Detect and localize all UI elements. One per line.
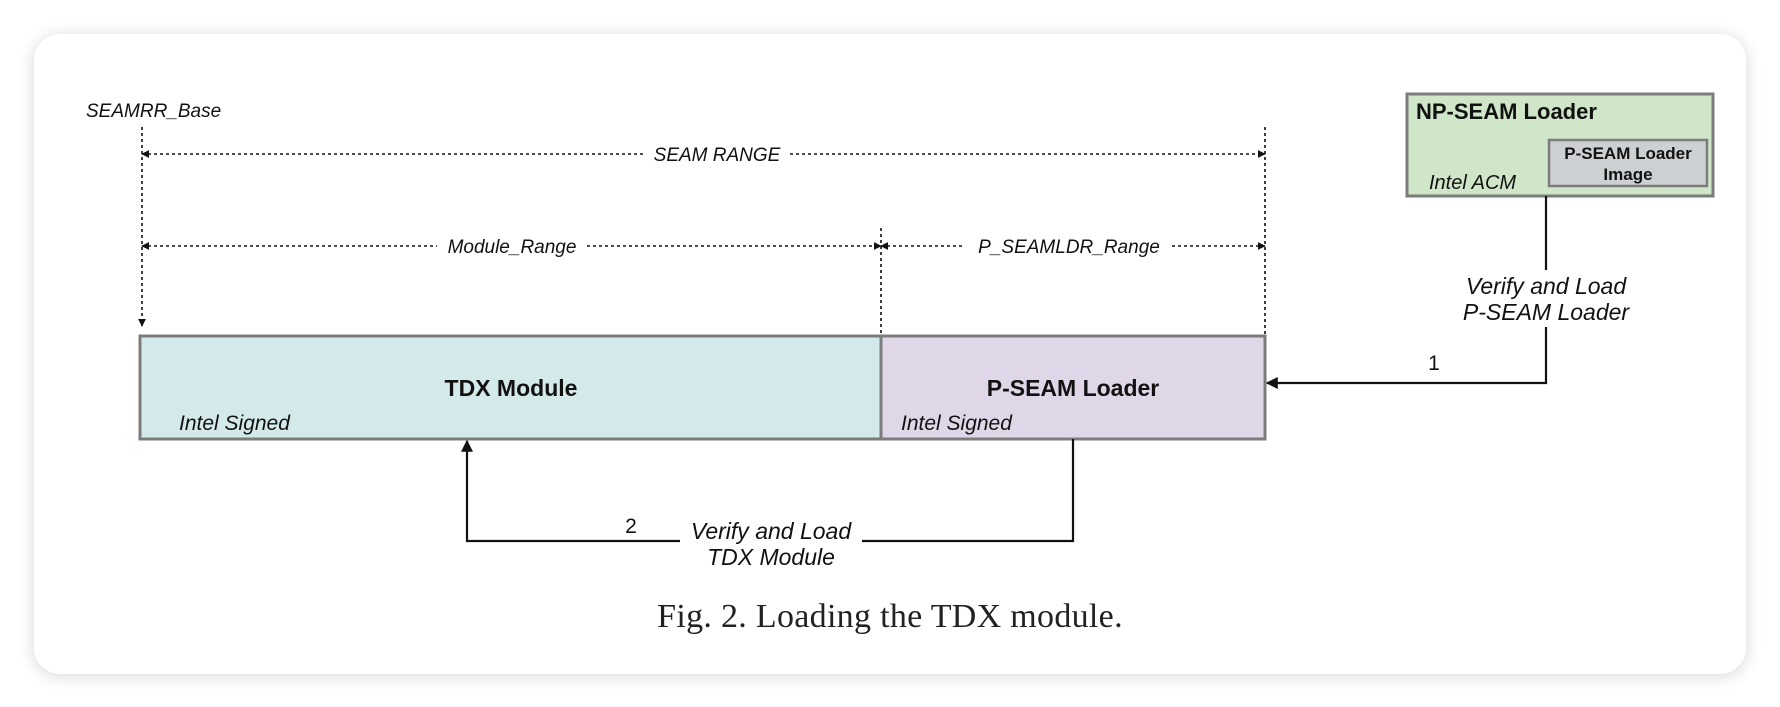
step2-connector-right	[862, 439, 1075, 543]
step2-label-line2: TDX Module	[707, 544, 835, 570]
np-seam-loader-title: NP-SEAM Loader	[1416, 99, 1597, 124]
step1-label-line2: P-SEAM Loader	[1463, 299, 1631, 325]
figure-caption: Fig. 2. Loading the TDX module.	[657, 598, 1123, 635]
p-seam-loader-image-block	[1547, 138, 1709, 188]
p-seam-loader-subtitle: Intel Signed	[901, 412, 1013, 435]
tdx-module-block	[138, 334, 883, 441]
step1-label-line1: Verify and Load	[1466, 273, 1627, 299]
np-seam-loader-subtitle: Intel ACM	[1429, 172, 1516, 194]
p-seam-loader-title: P-SEAM Loader	[987, 375, 1160, 401]
step1-connector-arrow	[1265, 327, 1548, 389]
step2-number: 2	[625, 515, 637, 538]
step2-label-line1: Verify and Load	[691, 518, 852, 544]
p-seam-loader-image-line1: P-SEAM Loader	[1564, 144, 1692, 163]
p-seamldr-range-label: P_SEAMLDR_Range	[978, 237, 1160, 258]
seamrr-base-label: SEAMRR_Base	[86, 101, 221, 122]
p-seam-loader-image-line2: Image	[1603, 165, 1652, 184]
step1-number: 1	[1428, 352, 1440, 375]
seam-range-label: SEAM RANGE	[654, 145, 781, 166]
step2-connector-arrow	[461, 439, 680, 543]
module-range-label: Module_Range	[448, 237, 577, 258]
tdx-module-subtitle: Intel Signed	[179, 412, 291, 435]
p-seam-loader-block	[879, 334, 1267, 441]
tdx-module-title: TDX Module	[445, 375, 578, 401]
